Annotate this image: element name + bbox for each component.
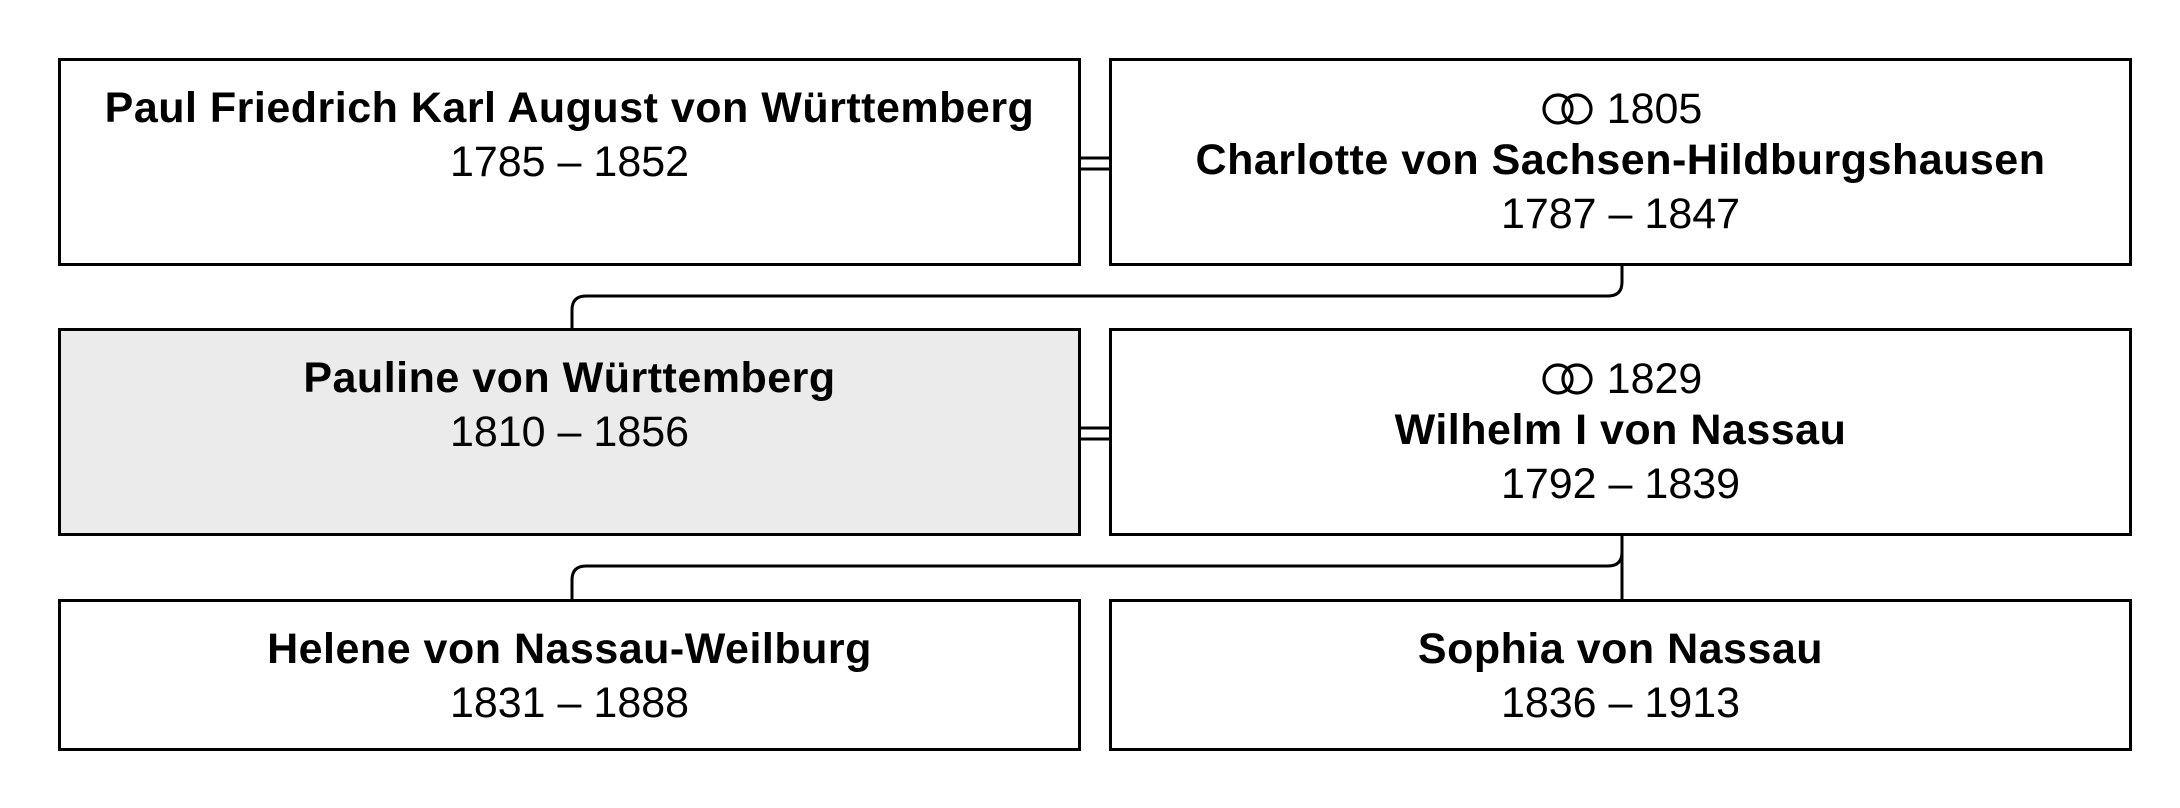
descent-line-gen1 bbox=[570, 266, 1624, 328]
descent-line-child-1 bbox=[570, 536, 1624, 599]
person-box-pauline[interactable]: Pauline von Württemberg 1810 – 1856 bbox=[58, 328, 1081, 536]
spouse-dates: 1787 – 1847 bbox=[1500, 190, 1741, 238]
child-dates: 1836 – 1913 bbox=[1500, 679, 1741, 727]
person-box-paul-friedrich[interactable]: Paul Friedrich Karl August von Württembe… bbox=[58, 58, 1081, 266]
marriage-info: 1805 bbox=[1539, 85, 1703, 133]
child-name: Sophia von Nassau bbox=[1417, 625, 1824, 673]
person-name: Paul Friedrich Karl August von Württembe… bbox=[104, 84, 1035, 132]
child-box-helene[interactable]: Helene von Nassau-Weilburg 1831 – 1888 bbox=[58, 599, 1081, 751]
spouse-box-charlotte[interactable]: 1805 Charlotte von Sachsen-Hildburgshaus… bbox=[1109, 58, 2132, 266]
interlocking-rings-icon bbox=[1542, 363, 1593, 395]
spouse-dates: 1792 – 1839 bbox=[1500, 460, 1741, 508]
child-name: Helene von Nassau-Weilburg bbox=[267, 625, 872, 673]
spouse-name: Charlotte von Sachsen-Hildburgshausen bbox=[1195, 136, 2046, 184]
person-name: Pauline von Württemberg bbox=[303, 354, 836, 402]
person-dates: 1810 – 1856 bbox=[449, 408, 690, 456]
child-dates: 1831 – 1888 bbox=[449, 679, 690, 727]
spouse-box-wilhelm[interactable]: 1829 Wilhelm I von Nassau 1792 – 1839 bbox=[1109, 328, 2132, 536]
marriage-year: 1805 bbox=[1606, 85, 1703, 133]
child-box-sophia[interactable]: Sophia von Nassau 1836 – 1913 bbox=[1109, 599, 2132, 751]
spouse-name: Wilhelm I von Nassau bbox=[1394, 406, 1847, 454]
person-dates: 1785 – 1852 bbox=[449, 138, 690, 186]
interlocking-rings-icon bbox=[1542, 93, 1593, 125]
marriage-info: 1829 bbox=[1539, 355, 1703, 403]
marriage-year: 1829 bbox=[1606, 355, 1703, 403]
